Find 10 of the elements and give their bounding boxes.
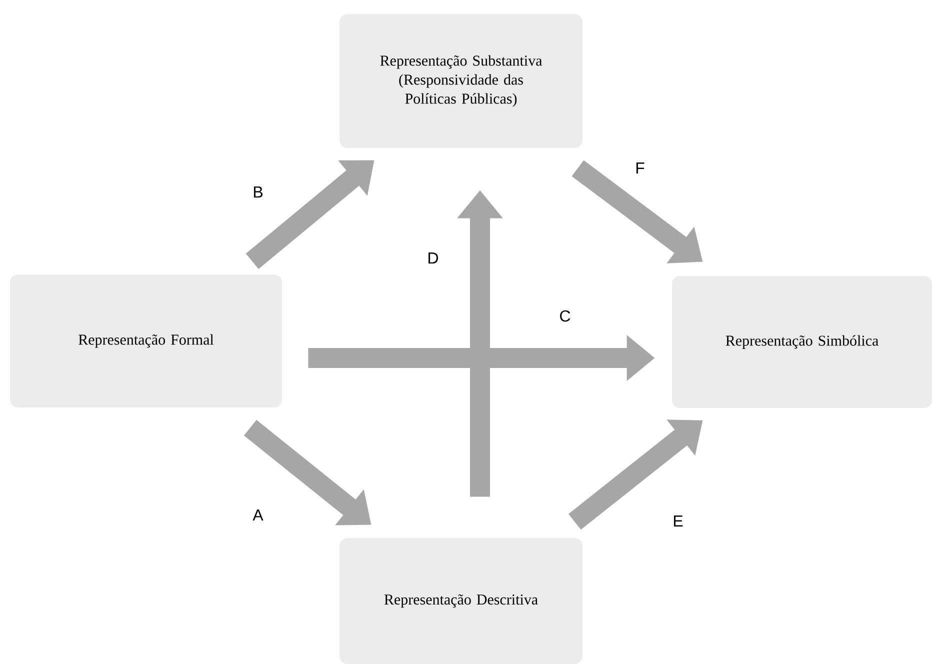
concept-box: Representação Substantiva (Responsividade das Políticas Públicas) <box>340 14 582 148</box>
concept-box: Representação Descritiva <box>340 538 582 664</box>
concept-box: Representação Simbólica <box>672 276 932 408</box>
edge-label: C <box>560 310 570 322</box>
edge-label: A <box>252 510 264 520</box>
concept-box: Representação Formal <box>10 274 282 408</box>
edge-label: F <box>636 162 644 174</box>
edge-label: E <box>674 516 683 526</box>
edge-label: B <box>254 186 262 198</box>
edge-label: D <box>428 252 438 264</box>
